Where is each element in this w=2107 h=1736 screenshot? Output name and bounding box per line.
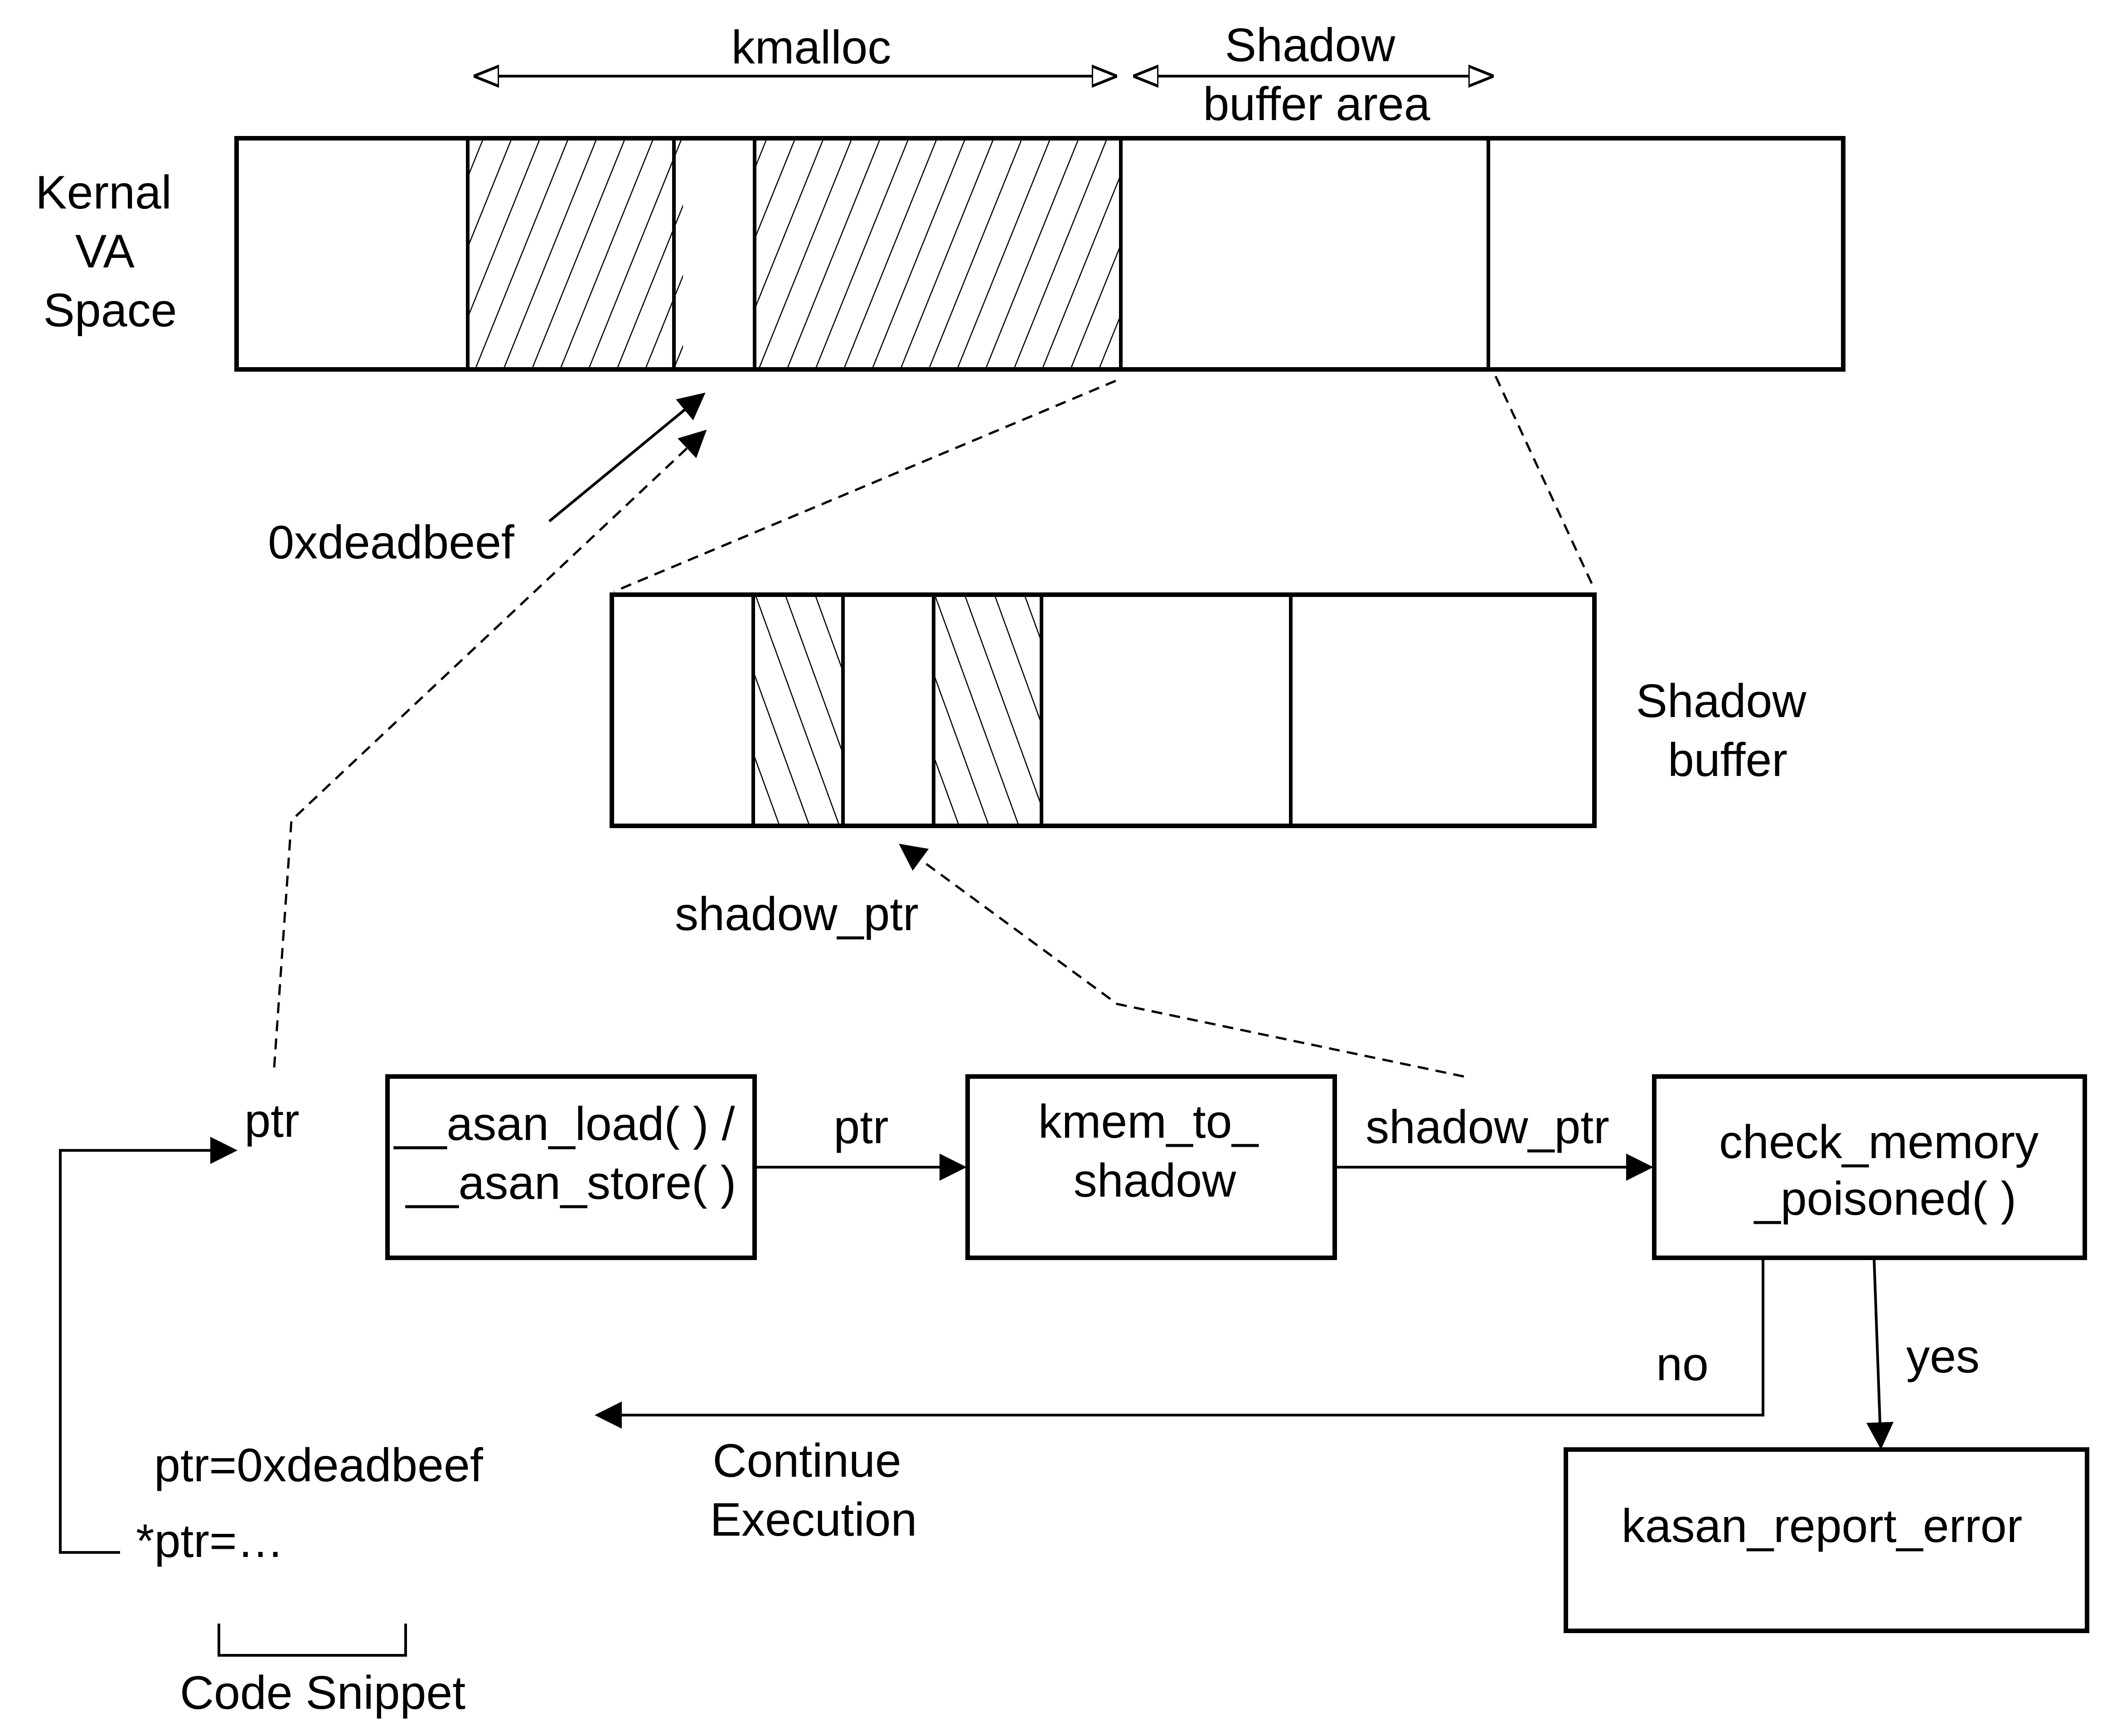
shadow-buffer-bar (610, 592, 1597, 828)
shadow-poisoned-region-1 (753, 595, 843, 826)
edge-yes-report (1866, 1257, 1894, 1450)
no-label: no (1656, 1338, 1709, 1391)
kmalloc-label: kmalloc (731, 21, 891, 74)
deadbeef-label: 0xdeadbeef (268, 516, 515, 569)
ptr-label: ptr (244, 1095, 299, 1147)
yes-label: yes (1906, 1330, 1980, 1383)
check-memory-poisoned-box (1652, 1074, 2087, 1260)
shadow-buffer-area-label: Shadow buffer area (1203, 19, 1430, 131)
kernel-va-space-bar (234, 136, 1845, 372)
shadow-poisoned-region-2 (934, 595, 1041, 826)
kernel-va-space-outline (234, 136, 1845, 372)
ptr-dereference-dashed-arrow (273, 429, 707, 1068)
deadbeef-pointer-arrow (548, 393, 706, 523)
code-line-1: ptr=0xdeadbeef (154, 1439, 484, 1492)
code-line-2: *ptr=… (136, 1515, 284, 1567)
kernel-va-space-label: Kernal VA Space (35, 166, 185, 337)
shadow-buffer-outline (610, 592, 1597, 828)
asan-load-store-text: __asan_load( ) / __asan_store( ) (393, 1098, 748, 1209)
shadow-buffer-label: Shadow buffer (1636, 675, 1820, 786)
check-memory-poisoned-text: check_memory _poisoned( ) (1719, 1116, 2052, 1225)
code-snippet-bracket (218, 1624, 407, 1657)
zoom-line-right (1494, 375, 1596, 590)
edge-ptr-label: ptr (833, 1101, 888, 1154)
edge-shadow-ptr-label: shadow_ptr (1366, 1101, 1609, 1154)
code-snippet-label: Code Snippet (180, 1667, 465, 1719)
shadow-ptr-dashed-arrow (899, 844, 1464, 1078)
kasan-report-error-box (1564, 1447, 2089, 1633)
shadow-ptr-label: shadow_ptr (675, 888, 919, 941)
kmem-to-shadow-box (965, 1074, 1337, 1260)
asan-load-store-box (385, 1074, 757, 1260)
zoom-line-left (614, 379, 1116, 593)
continue-execution-label: Continue Execution (710, 1435, 917, 1546)
code-to-ptr-arrow (59, 1137, 237, 1554)
edge-no-continue (595, 1258, 1764, 1429)
kmem-to-shadow-text: kmem_to_ shadow (1038, 1096, 1271, 1207)
kasan-report-error-text: kasan_report_error (1622, 1500, 2022, 1552)
kmalloc-region-2 (755, 138, 1121, 369)
kmalloc-region-1 (468, 138, 683, 369)
